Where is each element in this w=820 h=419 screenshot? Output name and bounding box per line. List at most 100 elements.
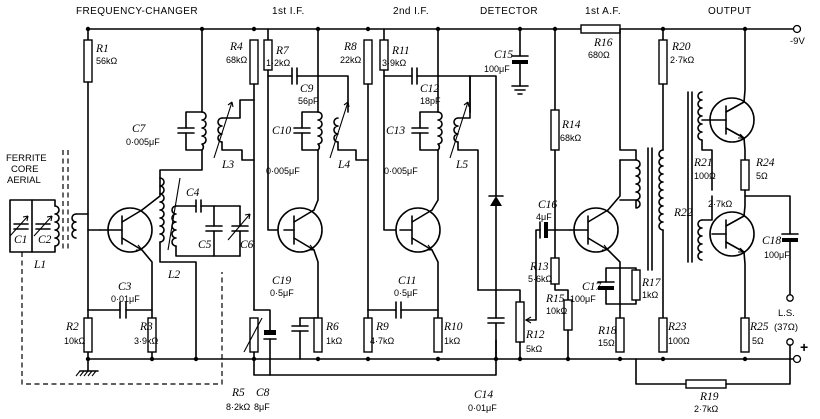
r10-resistor xyxy=(433,317,443,353)
ift2-secondary xyxy=(333,117,339,143)
c18-capacitor xyxy=(782,238,798,242)
r2-value: 10kΩ xyxy=(64,336,86,346)
r2-ref: R2 xyxy=(65,321,79,333)
r21-value: 100Ω xyxy=(694,171,716,181)
heading-output: OUTPUT xyxy=(708,6,752,17)
r12-value: 5kΩ xyxy=(526,344,543,354)
c5-ref: C5 xyxy=(198,239,212,251)
c16-ref: C16 xyxy=(538,199,557,211)
aerial-label-aerial: AERIAL xyxy=(7,175,41,186)
r11-value: 3·9kΩ xyxy=(382,58,407,68)
r15-ref: R15 xyxy=(545,293,565,305)
c19-ref: C19 xyxy=(272,275,291,287)
ift3-secondary xyxy=(453,117,459,143)
c17-ref: C17 xyxy=(582,281,602,293)
c14-ref: C14 xyxy=(474,389,493,401)
c9-value: 56pF xyxy=(298,96,319,106)
r22-value: 2·7kΩ xyxy=(708,199,733,209)
r22-ref: R22 xyxy=(673,207,693,219)
supply-rails: -9V + xyxy=(75,24,808,377)
r20-value: 2·7kΩ xyxy=(670,55,695,65)
ganged-tuning-link xyxy=(21,252,223,385)
c4-ref: C4 xyxy=(186,187,200,199)
r19-value: 2·7kΩ xyxy=(694,404,719,414)
c8-capacitor xyxy=(264,330,276,335)
r7-ref: R7 xyxy=(275,45,290,57)
c13-value: 0·005μF xyxy=(384,166,418,176)
r24-value: 5Ω xyxy=(756,171,768,181)
tr2-transistor xyxy=(277,207,323,253)
positive-terminal xyxy=(792,354,802,364)
c2-capacitor xyxy=(33,215,53,237)
r4-value: 68kΩ xyxy=(226,55,248,65)
r13-value: 5·6kΩ xyxy=(528,274,553,284)
c16-value: 4μF xyxy=(536,212,552,222)
c1-capacitor xyxy=(9,215,29,237)
negative-terminal xyxy=(792,24,802,34)
r9-resistor xyxy=(363,317,373,353)
r16-value: 680Ω xyxy=(588,50,610,60)
c12-ref: C12 xyxy=(420,83,439,95)
r3-resistor xyxy=(147,317,157,353)
r7-value: 1·2kΩ xyxy=(266,58,291,68)
c15-value: 100μF xyxy=(484,64,510,74)
ift1-primary xyxy=(201,111,207,151)
c16-capacitor xyxy=(544,222,548,238)
driver-transformer-primary xyxy=(619,159,641,209)
if1-stage: R7 1·2kΩ C9 56pF C10 0·005μF L4 C19 0·5μ… xyxy=(253,28,369,412)
c18-ref: C18 xyxy=(762,235,781,247)
r6-ref: R6 xyxy=(325,321,339,333)
c5-capacitor xyxy=(205,205,223,257)
r8-resistor xyxy=(363,39,373,85)
l5-label: L5 xyxy=(455,159,468,171)
aerial-to-base-lead xyxy=(75,213,101,231)
r9-ref: R9 xyxy=(375,321,389,333)
r18-value: 15Ω xyxy=(598,338,615,348)
r10-ref: R10 xyxy=(443,321,463,333)
aerial-secondary-coil xyxy=(71,213,77,239)
c11-ref: C11 xyxy=(398,275,416,287)
aerial-label-ferrite: FERRITE xyxy=(6,153,47,164)
ift3-primary xyxy=(437,111,443,151)
c18-value: 100μF xyxy=(764,250,790,260)
ift2-primary xyxy=(317,111,323,151)
r14-value: 68kΩ xyxy=(560,133,582,143)
r20-ref: R20 xyxy=(671,41,691,53)
r17-value: 1kΩ xyxy=(642,290,659,300)
c3-ref: C3 xyxy=(118,281,132,293)
c15-capacitor xyxy=(512,60,528,64)
c15-ref: C15 xyxy=(494,49,513,61)
r25-ref: R25 xyxy=(749,321,769,333)
l2-label: L2 xyxy=(167,269,180,281)
r4-ref: R4 xyxy=(229,41,243,53)
heading-1st-if: 1st I.F. xyxy=(272,6,305,17)
l3-label: L3 xyxy=(221,159,234,171)
heading-2nd-if: 2nd I.F. xyxy=(393,6,429,17)
r13-ref: R13 xyxy=(529,261,549,273)
r23-value: 100Ω xyxy=(668,336,690,346)
c12-value: 18pF xyxy=(420,96,441,106)
detector-diode xyxy=(490,196,502,206)
r1-resistor xyxy=(83,39,93,83)
stage-headings: FREQUENCY-CHANGER 1st I.F. 2nd I.F. DETE… xyxy=(76,6,752,17)
c3-value: 0·01μF xyxy=(111,294,140,304)
r10-value: 1kΩ xyxy=(444,336,461,346)
r1-value: 56kΩ xyxy=(96,56,118,66)
r20-resistor xyxy=(658,39,668,85)
r5-resistor xyxy=(249,317,259,353)
r14-resistor xyxy=(550,109,560,151)
output-transformer-upper xyxy=(697,91,703,141)
r24-ref: R24 xyxy=(755,157,775,169)
aerial-primary-coil xyxy=(54,205,60,247)
detector-stage: C14 0·01μF R12 5kΩ C15 100μF xyxy=(457,28,545,413)
speaker-impedance: (37Ω) xyxy=(774,322,798,333)
r15-value: 10kΩ xyxy=(546,306,568,316)
speaker-terminal-top xyxy=(786,294,794,302)
c6-capacitor xyxy=(227,205,251,257)
r5-ref: R5 xyxy=(231,387,245,399)
af1-stage: R16 680Ω R14 68kΩ C16 4μF R13 5·6kΩ R15 … xyxy=(528,24,662,360)
r8-ref: R8 xyxy=(343,41,357,53)
r5-value: 8·2kΩ xyxy=(226,402,251,412)
tr6-transistor xyxy=(709,211,755,257)
